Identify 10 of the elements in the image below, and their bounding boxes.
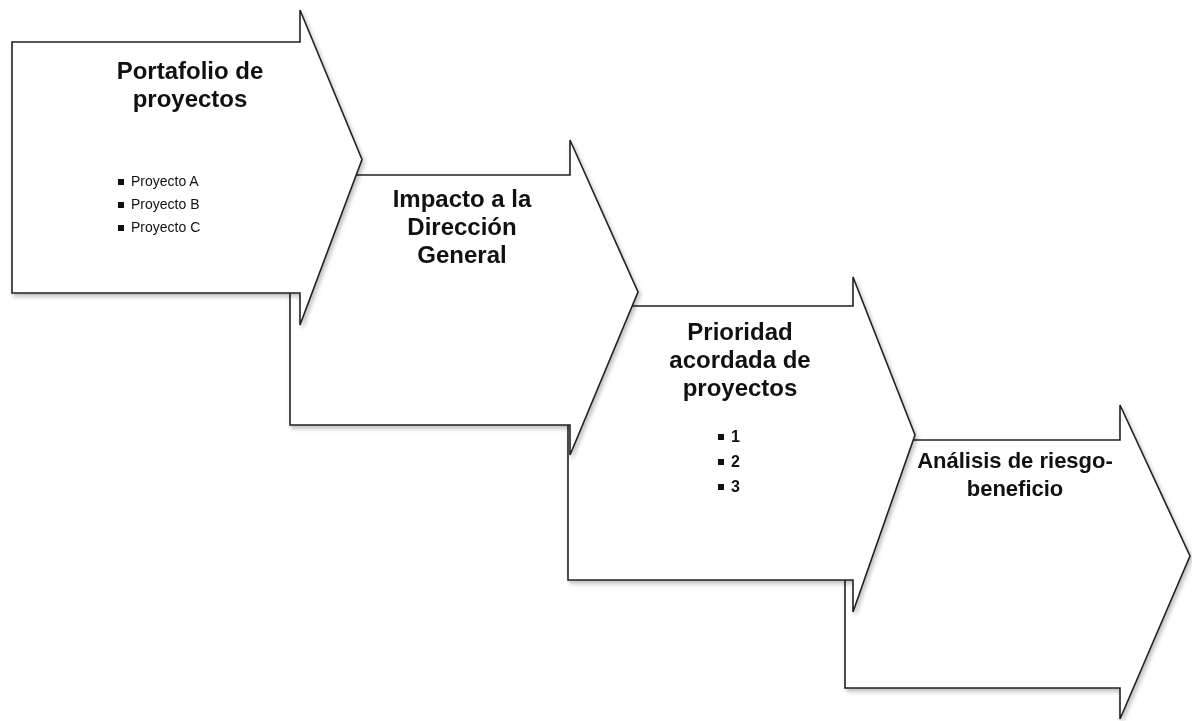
- bullet-item: Proyecto A: [131, 172, 199, 191]
- bullet-item: 3: [731, 477, 740, 497]
- step-heading: Portafolio de proyectos: [115, 57, 265, 113]
- bullet-item: 2: [731, 452, 740, 472]
- bullet-item: Proyecto B: [131, 195, 200, 214]
- bullet-item: 1: [731, 427, 740, 447]
- bullet-item: Proyecto C: [131, 218, 201, 237]
- step-heading: Prioridad acordada de proyectos: [668, 318, 812, 402]
- step-heading: Análisis de riesgo-beneficio: [916, 447, 1114, 503]
- step-heading: Impacto a la Dirección General: [391, 185, 533, 269]
